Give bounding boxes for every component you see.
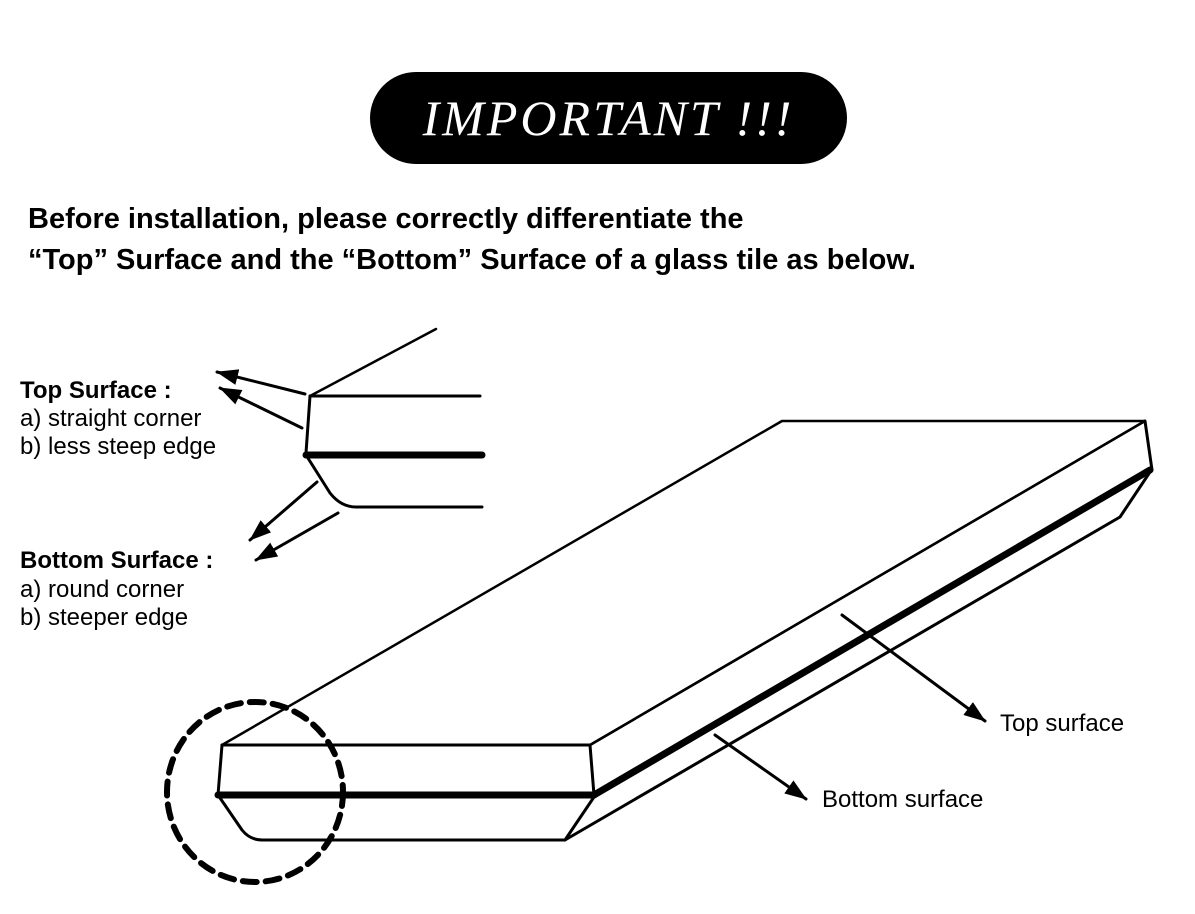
- glass-tile: [164, 419, 1154, 885]
- important-banner: IMPORTANT !!!: [370, 72, 847, 164]
- bottom-surface-point-b: b) steeper edge: [20, 604, 189, 631]
- tile-side-bottom-edge: [563, 470, 1152, 842]
- top-surface-point-a: a) straight corner: [20, 405, 202, 432]
- arrow-top-surface-callout: [840, 613, 987, 723]
- arrow-top-surface-1: [215, 369, 307, 396]
- tile-front-right-edge: [588, 743, 596, 797]
- tile-right-front-corner: [1143, 419, 1154, 472]
- bottom-surface-point-a: a) round corner: [20, 576, 185, 603]
- arrow-top-surface-2: [218, 386, 304, 430]
- detail-highlight-circle: [164, 699, 346, 885]
- top-surface-callout-label: Top surface: [1000, 710, 1125, 737]
- tile-front-bottom-round: [216, 793, 596, 842]
- tile-side-layer-line: [590, 466, 1154, 799]
- bottom-surface-heading: Bottom Surface :: [20, 547, 214, 574]
- instruction-line-1: Before installation, please correctly di…: [28, 203, 744, 235]
- detail-round-corner: [304, 453, 484, 509]
- arrow-bottom-surface-1: [248, 480, 319, 542]
- edge-detail: [215, 327, 486, 562]
- detail-top-surface-line: [308, 327, 438, 398]
- top-surface-point-b: b) less steep edge: [20, 433, 217, 460]
- detail-straight-corner: [304, 394, 312, 455]
- arrow-bottom-surface-2: [254, 511, 340, 562]
- top-surface-heading: Top Surface :: [20, 377, 172, 404]
- arrow-bottom-surface-callout: [713, 733, 808, 801]
- bottom-surface-callout-label: Bottom surface: [822, 786, 984, 813]
- banner-text: IMPORTANT !!!: [422, 90, 795, 146]
- tile-front-left-edge: [216, 743, 224, 797]
- tile-side-top-edge: [588, 419, 1147, 747]
- instruction-line-2: “Top” Surface and the “Bottom” Surface o…: [28, 244, 916, 276]
